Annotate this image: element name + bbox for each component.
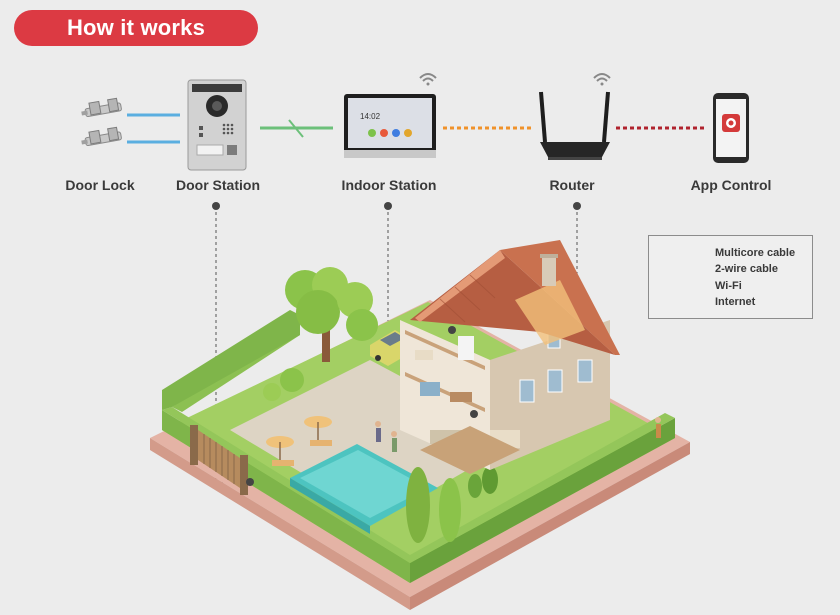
legend-item-multicore: Multicore cable — [649, 246, 812, 262]
page-title: How it works — [14, 10, 258, 46]
router-label: Router — [549, 177, 595, 193]
door-station-marker — [212, 202, 220, 210]
indoor-station-icon: 14:02 — [344, 94, 436, 158]
indoor-station-label: Indoor Station — [341, 177, 437, 193]
wifi-icon — [419, 73, 437, 86]
swimming-pool — [290, 444, 438, 534]
house-illustration — [400, 240, 620, 474]
indoor-station-marker — [384, 202, 392, 210]
legend: Multicore cable 2-wire cable Wi-Fi Inter… — [648, 235, 813, 319]
router-location-marker — [470, 410, 478, 418]
people — [375, 417, 661, 452]
indoor-station-location-marker — [448, 326, 456, 334]
legend-label: 2-wire cable — [715, 263, 778, 275]
legend-label: Internet — [715, 296, 756, 308]
app-control-label: App Control — [690, 177, 772, 193]
router-marker — [573, 202, 581, 210]
pool-umbrellas — [266, 416, 332, 466]
legend-label: Multicore cable — [715, 247, 796, 259]
legend-item-wifi: Wi-Fi — [649, 279, 812, 295]
door-lock-label: Door Lock — [65, 177, 135, 193]
door-lock-icon — [81, 97, 122, 146]
indoor-station-time: 14:02 — [360, 112, 381, 121]
door-station-label: Door Station — [176, 177, 260, 193]
smartphone-icon — [713, 93, 749, 163]
yard-gate — [190, 425, 248, 495]
legend-item-two-wire: 2-wire cable — [649, 262, 812, 278]
legend-item-internet: Internet — [649, 295, 812, 311]
router-icon — [539, 91, 610, 160]
door-station-icon — [187, 79, 247, 171]
tree-group — [263, 267, 498, 543]
door-station-location-marker — [246, 478, 254, 486]
wifi-icon — [593, 73, 611, 86]
legend-label: Wi-Fi — [715, 280, 742, 292]
two-wire-cable — [260, 119, 333, 138]
